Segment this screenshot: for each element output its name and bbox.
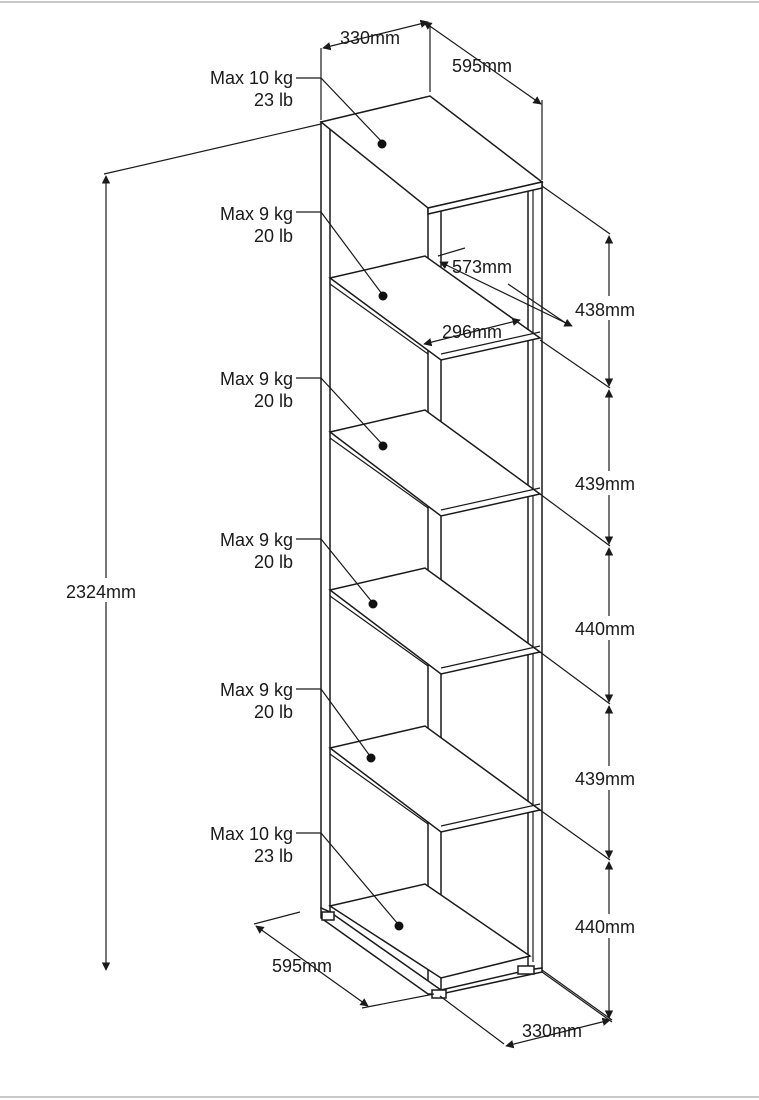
- load-bottom-lb: 23 lb: [254, 846, 293, 866]
- load-top-kg: Max 10 kg: [210, 68, 293, 88]
- height-label: 2324mm: [66, 582, 136, 602]
- height-dimension: 2324mm: [62, 123, 322, 971]
- load-s4-kg: Max 9 kg: [220, 680, 293, 700]
- load-s3-lb: 20 lb: [254, 552, 293, 572]
- load-s1-kg: Max 9 kg: [220, 204, 293, 224]
- bottom-depth-dimension: 330mm: [439, 971, 613, 1049]
- top-width-dimension: 595mm: [423, 21, 543, 180]
- left-panel: [320, 120, 331, 914]
- shelf-depth-dimension: 296mm: [423, 317, 521, 347]
- bottom-depth-label: 330mm: [522, 1021, 582, 1041]
- load-s2-kg: Max 9 kg: [220, 369, 293, 389]
- foot-front: [431, 989, 447, 999]
- load-top-lb: 23 lb: [254, 90, 293, 110]
- gap-label-1: 438mm: [575, 300, 635, 320]
- shelf-width-label: 573mm: [452, 257, 512, 277]
- load-annotation-shelf-4: Max 9 kg 20 lb: [220, 680, 376, 763]
- gap-label-2: 439mm: [575, 474, 635, 494]
- load-annotation-shelf-1: Max 9 kg 20 lb: [220, 204, 388, 301]
- load-s3-kg: Max 9 kg: [220, 530, 293, 550]
- shelf-depth-label: 296mm: [442, 322, 502, 342]
- load-bottom-kg: Max 10 kg: [210, 824, 293, 844]
- bottom-width-label: 595mm: [272, 956, 332, 976]
- shelf-gap-dimensions: 438mm 439mm 440mm 439mm 440mm: [539, 185, 649, 1021]
- shelf-2: [328, 409, 542, 517]
- gap-label-5: 440mm: [575, 917, 635, 937]
- gap-label-4: 439mm: [575, 769, 635, 789]
- load-s4-lb: 20 lb: [254, 702, 293, 722]
- load-annotation-bottom: Max 10 kg 23 lb: [210, 824, 404, 931]
- load-annotation-shelf-3: Max 9 kg 20 lb: [220, 530, 378, 609]
- top-width-label: 595mm: [452, 56, 512, 76]
- top-depth-label: 330mm: [340, 28, 400, 48]
- right-panel: [527, 181, 543, 971]
- load-annotation-shelf-2: Max 9 kg 20 lb: [220, 369, 388, 451]
- shelf-width-dimension: 573mm: [437, 247, 573, 327]
- shelf-4: [328, 725, 542, 833]
- foot-left: [321, 911, 335, 921]
- load-annotation-top: Max 10 kg 23 lb: [210, 68, 387, 149]
- shelf-3: [328, 567, 542, 675]
- bottom-width-dimension: 595mm: [253, 911, 435, 1009]
- foot-right: [517, 965, 535, 975]
- bookcase: [319, 95, 544, 999]
- load-s2-lb: 20 lb: [254, 391, 293, 411]
- load-s1-lb: 20 lb: [254, 226, 293, 246]
- bottom-shelf: [328, 883, 532, 979]
- gap-label-3: 440mm: [575, 619, 635, 639]
